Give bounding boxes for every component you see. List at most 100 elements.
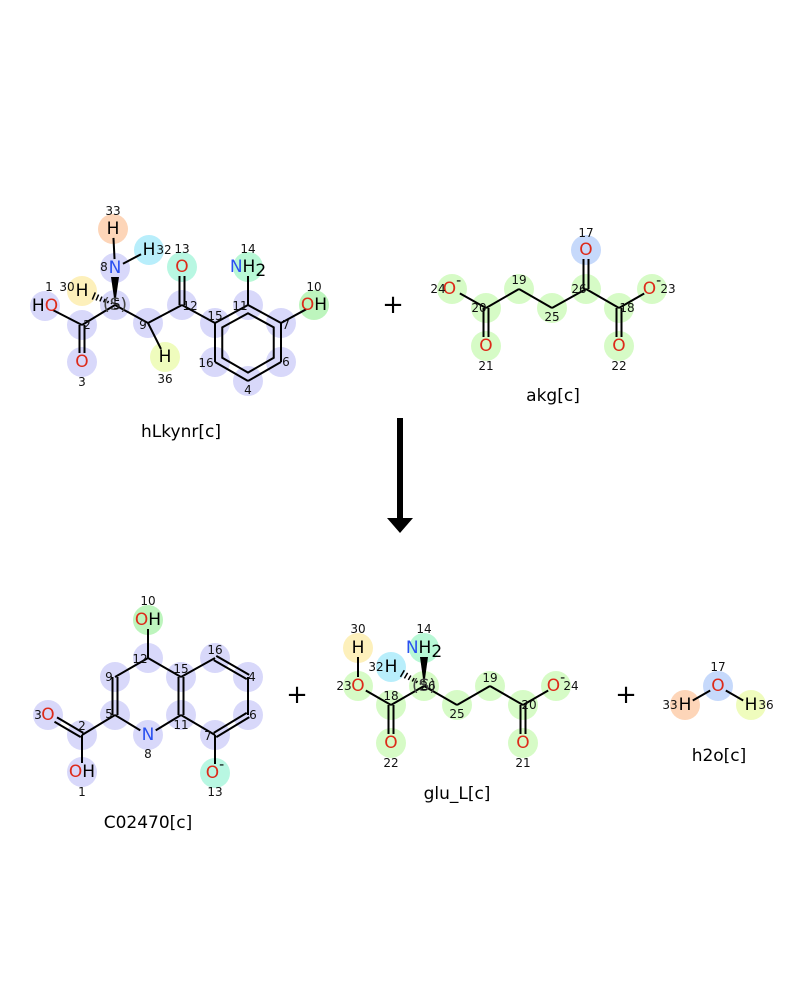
stereo-label: (S) — [103, 295, 127, 315]
atom-number: 21 — [478, 359, 493, 373]
atom-number: 36 — [157, 372, 172, 386]
atom-label: OH — [301, 295, 327, 315]
atom-number: 2 — [78, 719, 86, 733]
atom-highlight — [703, 671, 733, 701]
plus-sign: + — [286, 680, 308, 710]
single-bond — [725, 689, 744, 702]
single-bond — [122, 253, 142, 265]
atom-number: 5 — [113, 298, 121, 312]
atom-highlight — [134, 235, 164, 265]
atom-label: H — [385, 657, 398, 677]
atom-highlight — [133, 720, 163, 750]
atom-label: OH — [69, 762, 95, 782]
atom-label: O — [384, 733, 397, 753]
plus-sign: + — [615, 680, 637, 710]
atom-number: 21 — [515, 756, 530, 770]
atom-label: H — [76, 281, 89, 301]
atom-label: O — [351, 676, 364, 696]
bonds — [692, 689, 744, 702]
atom-highlight — [133, 605, 163, 635]
atom-number: 10 — [306, 280, 321, 294]
atom-number: 30 — [350, 622, 365, 636]
atom-number: 20 — [471, 301, 486, 315]
atom-number: 22 — [383, 756, 398, 770]
atom-number: 36 — [758, 698, 773, 712]
double-bond — [53, 720, 82, 739]
hash-bond — [411, 677, 415, 682]
atom-highlight — [67, 276, 97, 306]
double-bond — [213, 712, 248, 734]
atom-label: O — [75, 352, 88, 372]
atom-highlight — [571, 235, 601, 265]
molecule-name-akg: akg[c] — [526, 386, 580, 406]
atom-number: 4 — [244, 383, 252, 397]
atom-label: N — [142, 725, 155, 745]
hash-bond — [403, 672, 409, 679]
atom-number: 16 — [207, 643, 222, 657]
single-bond — [81, 304, 116, 326]
atom-number: 18 — [619, 301, 634, 315]
bonds — [52, 237, 307, 382]
atom-highlight — [67, 347, 97, 377]
atom-highlight — [299, 290, 329, 320]
atom-number: 13 — [207, 785, 222, 799]
atom-label: O- — [643, 273, 661, 299]
atom-highlight — [343, 633, 373, 663]
atom-number: 17 — [710, 660, 725, 674]
atom-number: 24 — [430, 282, 445, 296]
single-bond — [522, 689, 549, 706]
stereo-label: (S) — [412, 676, 436, 696]
atom-number: 9 — [105, 670, 113, 684]
atom-number: 1 — [78, 785, 86, 799]
atom-number: 3 — [34, 708, 42, 722]
atom-label: O- — [443, 273, 461, 299]
atom-number: 9 — [139, 318, 147, 332]
atom-number: 19 — [511, 273, 526, 287]
single-bond — [155, 714, 182, 732]
hash-bond — [99, 296, 103, 302]
single-bond — [52, 309, 83, 326]
single-bond — [459, 292, 487, 309]
single-bond — [518, 288, 553, 309]
hash-bond — [407, 675, 412, 681]
hash-bond — [91, 292, 97, 300]
atom-highlight — [471, 331, 501, 361]
atom-highlight — [541, 671, 571, 701]
atom-label: O — [612, 336, 625, 356]
atom-highlight — [200, 758, 230, 788]
atom-number: 8 — [100, 260, 108, 274]
atom-number: 23 — [336, 679, 351, 693]
single-bond — [214, 304, 249, 324]
atom-number: 5 — [105, 707, 113, 721]
wedge-bond — [420, 657, 428, 686]
atom-number: 11 — [173, 718, 188, 732]
molecule-name-h2o: h2o[c] — [692, 746, 747, 766]
single-bond — [214, 361, 249, 382]
atom-number: 26 — [571, 282, 586, 296]
atom-highlight — [30, 291, 60, 321]
atom-label: H — [107, 219, 120, 239]
single-bond — [280, 308, 307, 324]
double-bond — [215, 654, 250, 676]
atom-number: 6 — [249, 708, 257, 722]
atom-label: OH — [135, 610, 161, 630]
atom-label: O — [479, 336, 492, 356]
atom-number: 26 — [420, 679, 435, 693]
hash-bond — [399, 669, 405, 678]
atom-number: 15 — [207, 309, 222, 323]
atom-number: 24 — [563, 679, 578, 693]
atom-label: O — [41, 705, 54, 725]
single-bond — [489, 685, 524, 706]
atom-label: NH2 — [406, 638, 442, 662]
atom-label: N — [109, 258, 122, 278]
aromatic-ring — [221, 312, 275, 374]
atom-number: 1 — [45, 280, 53, 294]
plus-sign: + — [382, 290, 404, 320]
atom-highlight — [376, 652, 406, 682]
molecule-name-glu-L: glu_L[c] — [424, 784, 491, 804]
atom-highlight — [233, 252, 263, 282]
